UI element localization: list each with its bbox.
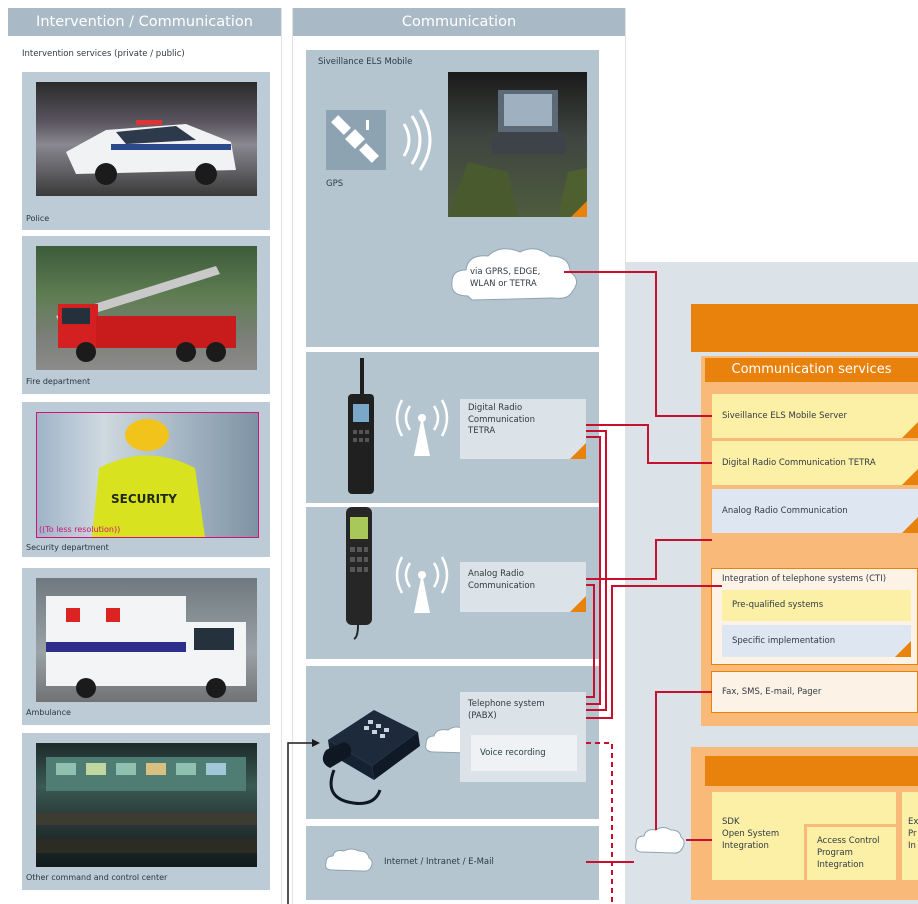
analog-radio-server-label: Analog Radio Communication [722, 506, 848, 516]
service-card-fire[interactable]: Fire department [22, 236, 270, 394]
communication-services-title: Communication services [731, 362, 892, 377]
integration-panel-header [705, 756, 918, 786]
sdk-cloud-icon [635, 827, 685, 854]
satellite-icon [331, 115, 379, 163]
access-control-line3: Integration [817, 860, 864, 870]
service-card-police[interactable]: Police [22, 72, 270, 230]
mid-column-header: Communication [293, 8, 625, 36]
external-integration-box[interactable]: Ex Pr In [902, 792, 918, 880]
fire-truck-graphic [56, 266, 236, 362]
in-car-laptop-graphic [448, 90, 587, 217]
police-car-graphic [66, 120, 236, 185]
specific-implementation-box[interactable]: Specific implementation [722, 625, 911, 657]
digital-radio-info[interactable]: Digital Radio Communication TETRA [460, 399, 586, 459]
command-center-photo [36, 743, 257, 867]
digital-radio-tetra-box[interactable]: Digital Radio Communication TETRA [712, 441, 918, 485]
police-car-photo [36, 82, 257, 196]
security-guard-photo: SECURITY ((To less resolution)) [36, 412, 259, 538]
access-control-line1: Access Control [817, 836, 880, 846]
command-center-graphic [36, 757, 257, 853]
els-mobile-server-label: Siveillance ELS Mobile Server [722, 411, 847, 421]
analog-handset-icon [346, 507, 372, 640]
gps-signal-waves-icon [402, 109, 432, 171]
service-card-ambulance[interactable]: Ambulance [22, 568, 270, 725]
digital-radio-line3: TETRA [468, 426, 496, 436]
right-top-orange-bar [691, 304, 918, 352]
analog-radio-line1: Analog Radio [468, 569, 524, 579]
access-control-line2: Program [817, 848, 853, 858]
service-label-fire: Fire department [26, 377, 91, 386]
analog-radio-corner-marker [570, 596, 586, 612]
els-mobile-server-box[interactable]: Siveillance ELS Mobile Server [712, 394, 918, 438]
external-line2: Pr [908, 829, 917, 839]
analog-antenna-icon [395, 556, 449, 613]
security-guard-graphic: SECURITY [92, 419, 205, 537]
service-label-police: Police [26, 214, 50, 223]
analog-radio-server-marker [902, 517, 918, 533]
service-label-ambulance: Ambulance [26, 708, 71, 717]
external-line1: Ex [908, 817, 918, 827]
left-column-header: Intervention / Communication [8, 8, 281, 36]
prequalified-systems-box[interactable]: Pre-qualified systems [722, 590, 911, 621]
els-mobile-server-marker [902, 422, 918, 438]
laptop-photo-corner-marker [571, 201, 587, 217]
satellite-tile [326, 110, 386, 170]
cloud-text-line2: WLAN or TETRA [470, 279, 537, 289]
fax-sms-box[interactable]: Fax, SMS, E-mail, Pager [711, 671, 918, 713]
voice-recording-label: Voice recording [480, 748, 546, 758]
sdk-line1: SDK [722, 817, 740, 827]
digital-radio-box: Digital Radio Communication TETRA [306, 352, 599, 503]
cti-box: Integration of telephone systems (CTI) P… [711, 568, 918, 665]
els-mobile-title: Siveillance ELS Mobile [318, 57, 413, 67]
internet-label: Internet / Intranet / E-Mail [384, 857, 494, 867]
specific-implementation-label: Specific implementation [732, 636, 836, 646]
internet-cloud-icon [325, 848, 373, 872]
analog-radio-box: Analog Radio Communication [306, 507, 599, 659]
voice-recording-box[interactable]: Voice recording [471, 735, 577, 771]
gps-label: GPS [326, 179, 344, 189]
cti-title: Integration of telephone systems (CTI) [722, 574, 887, 584]
radio-antenna-icon [395, 399, 449, 456]
security-photo-overlay-text: ((To less resolution)) [39, 525, 121, 534]
in-car-laptop-photo [448, 72, 587, 217]
sdk-line3: Integration [722, 841, 769, 851]
desk-phone-icon [322, 710, 420, 805]
telephone-line1: Telephone system [468, 699, 545, 709]
telephone-box: Telephone system (PABX) Voice recording [306, 666, 599, 819]
analog-radio-line2: Communication [468, 580, 535, 591]
left-column-subtitle: Intervention services (private / public) [22, 49, 185, 59]
specific-implementation-marker [895, 641, 911, 657]
digital-radio-corner-marker [570, 443, 586, 459]
sdk-line2: Open System [722, 829, 780, 839]
tetra-handset-icon [348, 358, 374, 494]
digital-radio-line2: Communication [468, 414, 535, 425]
digital-radio-tetra-marker [902, 469, 918, 485]
digital-radio-line1: Digital Radio [468, 403, 523, 413]
communication-services-header: Communication services [705, 358, 918, 382]
svg-text:SECURITY: SECURITY [111, 492, 177, 506]
fax-sms-label: Fax, SMS, E-mail, Pager [722, 687, 822, 697]
analog-radio-server-box[interactable]: Analog Radio Communication [712, 489, 918, 533]
service-card-security[interactable]: SECURITY ((To less resolution)) Security… [22, 402, 270, 557]
analog-radio-info[interactable]: Analog Radio Communication [460, 562, 586, 612]
internet-box: Internet / Intranet / E-Mail [306, 826, 599, 900]
els-mobile-box: Siveillance ELS Mobile GPS via GPRS, EDG… [306, 50, 599, 347]
access-control-box[interactable]: Access Control Program Integration [804, 824, 896, 880]
prequalified-systems-label: Pre-qualified systems [732, 600, 824, 610]
service-label-security: Security department [26, 543, 109, 552]
fire-truck-photo [36, 246, 257, 370]
digital-radio-tetra-label: Digital Radio Communication TETRA [722, 458, 876, 468]
service-label-command-center: Other command and control center [26, 873, 168, 882]
cloud-text-line1: via GPRS, EDGE, [470, 267, 541, 277]
ambulance-photo [36, 578, 257, 702]
service-card-command-center[interactable]: Other command and control center [22, 733, 270, 890]
ambulance-graphic [46, 596, 246, 698]
telephone-line2: (PABX) [468, 710, 497, 721]
external-line3: In [908, 841, 916, 851]
